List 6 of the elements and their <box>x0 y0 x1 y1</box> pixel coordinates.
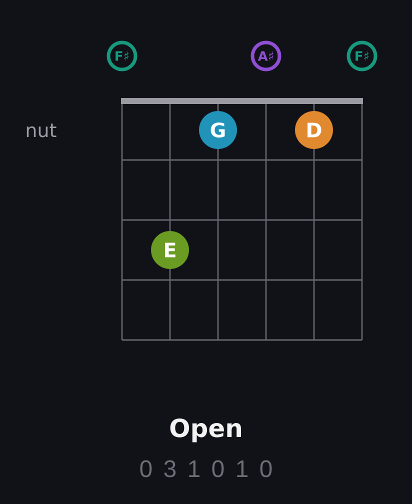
chord-title: Open <box>170 418 241 442</box>
note-ring: F♯ <box>106 40 138 72</box>
note-ring: F♯ <box>346 40 378 72</box>
fret-numbers: 0 3 1 0 1 0 <box>140 460 272 478</box>
note-ring: A♯ <box>250 40 282 72</box>
nut-label: nut <box>26 124 56 138</box>
